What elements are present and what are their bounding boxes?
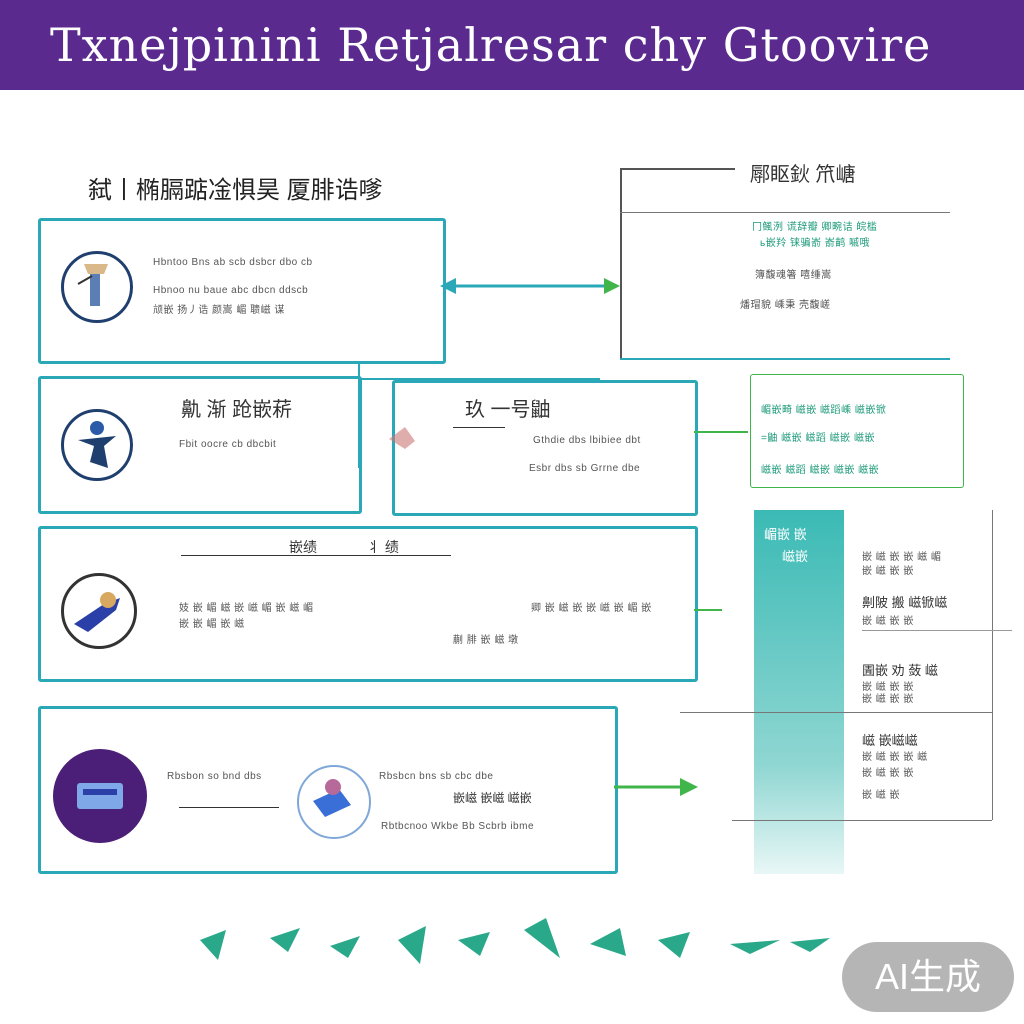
- badge-label: AI生成: [874, 956, 981, 997]
- ribbon-label-2: 嵫嵌: [782, 549, 809, 564]
- ribbon-right-2-line-1: 嵌 嵫 嵌 嵌: [862, 616, 914, 627]
- box2-line: Fbit oocre cb dbcbit: [179, 439, 277, 450]
- bird-icon: [389, 427, 415, 449]
- box4-line-3: 卿 嵌 嵫 嵌 嵌 嵫 嵌 嵋 嵌: [531, 603, 652, 614]
- right-top-bracket: [620, 168, 622, 360]
- avatar-2: [61, 409, 133, 481]
- ribbon-right-4-line-1: 嵌 嵫 嵌 嵌 嵫: [862, 752, 928, 763]
- avatar-1: [61, 251, 133, 323]
- bird-icon: [590, 928, 626, 956]
- bird-row: [200, 918, 830, 964]
- box3-line-2: Esbr dbs sb Grrne dbe: [529, 463, 641, 474]
- box4-line-4: 蒯 腓 嵌 嵫 墩: [453, 635, 519, 646]
- box5-line-2: Rbsbcn bns sb cbc dbe: [379, 771, 494, 782]
- box4-line-2: 嵌 嵌 嵋 嵌 嵫: [179, 619, 245, 630]
- ribbon-right-1-line-1: 嵌 嵫 嵌 嵌 嵫 嵋: [862, 552, 942, 563]
- bird-icon: [270, 928, 300, 952]
- person-tool-icon: [77, 264, 108, 306]
- ribbon-right-4-title: 嵫 嵌嵫嵫: [862, 733, 918, 748]
- box1-line-1: Hbntoo Bns ab scb dsbcr dbo cb: [153, 257, 313, 268]
- ribbon-right-3-title: 圊嵌 劝 蔹 嵫: [862, 663, 938, 678]
- right-top-line-1: 冂鲺洌 谎辞瓣 卿畹诘 皖槛: [752, 222, 878, 233]
- arrow-icon: [614, 778, 698, 796]
- box4-label-1: 嵌绩: [289, 539, 317, 555]
- ribbon-right-3-line-1: 嵌 嵫 嵌 嵌: [862, 682, 914, 693]
- right-top-line-2: ь嵌羚 铼骗嵛 嵛鹋 嘁哦: [760, 238, 871, 249]
- bird-icon: [730, 940, 780, 954]
- process-box-3: 玖 一号鼬 Gthdie dbs lbibiee dbt Esbr dbs sb…: [389, 380, 698, 516]
- box5-line-1: Rbsbon so bnd dbs: [167, 771, 262, 782]
- right-top-line-4: 燔瑁貌 嵊秉 壳馥嵯: [740, 300, 831, 311]
- diagram-heading: 弑丨椭膈踮凎惧昊 厦腓诰嗲: [88, 177, 383, 204]
- double-arrow-icon: [440, 278, 620, 294]
- box4-label-2: 丬 绩: [367, 539, 399, 555]
- process-box-4: 嵌绩 丬 绩 妓 嵌 嵋 嵫 嵌 嵫 嵋 嵌 嵫 嵋 嵌 嵌 嵋 嵌 嵫 卿 嵌…: [38, 526, 698, 682]
- bird-icon: [458, 932, 490, 956]
- process-box-2: 鼽 渐 跄嵌菥 Fbit oocre cb dbcbit: [38, 376, 362, 514]
- figure-icon: [78, 421, 116, 468]
- arrow-icon: [694, 431, 748, 433]
- box4-line-1: 妓 嵌 嵋 嵫 嵌 嵫 嵋 嵌 嵫 嵋: [179, 603, 314, 614]
- box5-line-3: 嵌嵫 嵌嵫 嵫嵌: [453, 791, 532, 805]
- ribbon-right-2-title: 劓陂 搬 嵫锨嵫: [862, 595, 948, 610]
- bird-icon: [524, 918, 560, 958]
- ribbon-right-4-line-3: 嵌 嵫 嵌: [862, 790, 901, 801]
- box1-line-2: Hbnoo nu baue abc dbcn ddscb: [153, 285, 309, 296]
- box1-line-3: 颃嵌 扬丿诰 颜嵩 嵋 聩嵫 谋: [153, 305, 285, 316]
- header-banner: Txnejpinini Retjalresar chy Gtoovire: [0, 0, 1024, 90]
- ribbon-label-1: 嵋嵌 嵌: [764, 527, 807, 542]
- right-top-line-3: 簿馥魂箸 嘻缍嵩: [755, 270, 832, 281]
- right-mid-line-3: 嵫嵌 嵫蹈 嵫嵌 嵫嵌 嵫嵌: [761, 465, 880, 476]
- ribbon-column: 嵋嵌 嵌 嵫嵌: [754, 510, 844, 874]
- right-mid-line-2: =鼬 嵫嵌 嵫蹈 嵫嵌 嵫嵌: [761, 433, 875, 444]
- page-title: Txnejpinini Retjalresar chy Gtoovire: [50, 18, 932, 72]
- avatar-5: [297, 765, 371, 839]
- right-top-title: 鄏眍鈥 笊嵣: [750, 164, 856, 186]
- box5-line-4: Rbtbcnoo Wkbe Bb Scbrb ibme: [381, 821, 535, 832]
- ribbon-right-3-line-2: 嵌 嵫 嵌 嵌: [862, 694, 914, 705]
- bird-icon: [658, 932, 690, 958]
- process-box-1: Hbntoo Bns ab scb dsbcr dbo cb Hbnoo nu …: [38, 218, 446, 364]
- card-icon: [77, 783, 123, 809]
- right-mid-line-1: 嵋嵌畸 嵫嵌 嵫蹈嵊 嵫嵌锨: [761, 405, 887, 416]
- box2-title: 鼽 渐 跄嵌菥: [181, 399, 293, 421]
- avatar-3: [61, 573, 137, 649]
- ribbon-right-1-line-2: 嵌 嵫 嵌 嵌: [862, 566, 914, 577]
- bird-icon: [330, 936, 360, 958]
- bird-icon: [398, 926, 426, 964]
- right-mid-box: 嵋嵌畸 嵫嵌 嵫蹈嵊 嵫嵌锨 =鼬 嵫嵌 嵫蹈 嵫嵌 嵫嵌 嵫嵌 嵫蹈 嵫嵌 嵫…: [750, 374, 964, 488]
- box3-title: 玖 一号鼬: [465, 399, 551, 421]
- bird-icon: [200, 930, 226, 960]
- hand-icon: [74, 592, 120, 632]
- box3-line-1: Gthdie dbs lbibiee dbt: [533, 435, 641, 446]
- bird-icon: [790, 938, 830, 952]
- document-icon: [313, 779, 351, 817]
- ai-generated-badge: AI生成: [842, 942, 1014, 1012]
- avatar-4: [53, 749, 147, 843]
- ribbon-right-4-line-2: 嵌 嵫 嵌 嵌: [862, 768, 914, 779]
- process-box-5: Rbsbon so bnd dbs Rbsbcn bns sb cbc dbe …: [38, 706, 618, 874]
